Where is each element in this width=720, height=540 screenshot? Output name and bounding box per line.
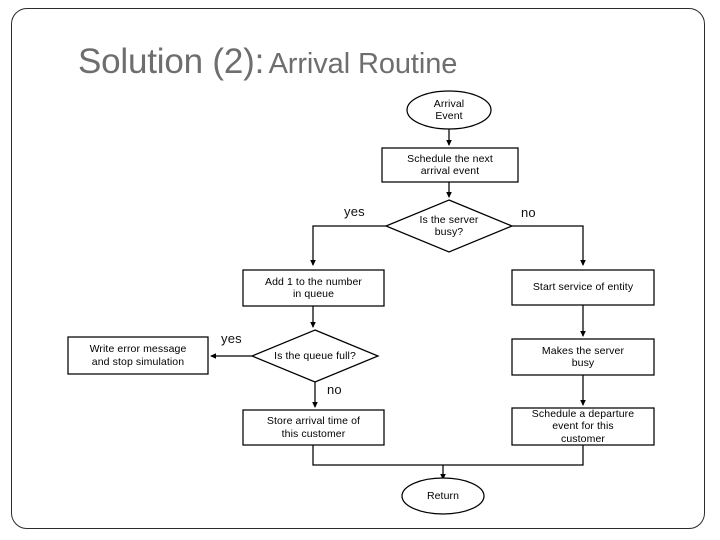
edge-label-full-no: no [327, 382, 342, 397]
node-shape-add-queue [242, 269, 385, 307]
node-shape-queue-full [250, 329, 380, 383]
page-title: Solution (2): Arrival Routine [78, 44, 457, 79]
slide-border-frame [11, 8, 705, 529]
page-title-sub: Arrival Routine [268, 48, 458, 80]
edge-label-busy-no: no [521, 205, 536, 220]
edge-label-busy-yes: yes [344, 204, 365, 219]
node-shape-schedule-next [381, 147, 519, 183]
node-shape-start-service [511, 269, 655, 306]
node-shape-store-arrival [242, 409, 385, 446]
node-shape-start [406, 90, 492, 130]
edge-label-full-yes: yes [221, 331, 242, 346]
node-shape-server-busy [384, 199, 514, 253]
node-shape-make-busy [511, 338, 655, 376]
node-shape-return [401, 477, 485, 515]
page-title-main: Solution (2): [78, 42, 265, 81]
edge-busy-yes [310, 225, 386, 267]
node-shape-schedule-departure [511, 407, 655, 446]
edge-merge-branches [312, 445, 584, 466]
node-shape-write-error [67, 336, 209, 375]
edge-busy-no [512, 225, 586, 267]
